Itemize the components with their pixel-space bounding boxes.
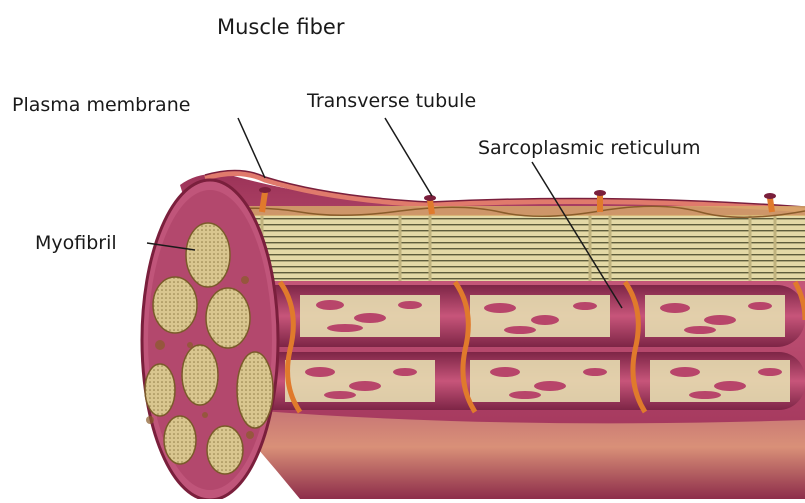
myofibril-row-middle <box>235 285 805 347</box>
label-sarcoplasmic-reticulum: Sarcoplasmic reticulum <box>478 139 700 158</box>
label-myofibril: Myofibril <box>35 234 117 253</box>
myofibril-row-lower <box>245 352 805 410</box>
label-plasma-membrane: Plasma membrane <box>12 96 190 115</box>
cross-section <box>142 180 278 499</box>
leader-transverse-tubule <box>385 118 432 196</box>
diagram-title: Muscle fiber <box>217 17 344 38</box>
label-transverse-tubule: Transverse tubule <box>307 92 476 111</box>
leader-plasma-membrane <box>238 118 265 178</box>
myofibril-top <box>205 215 805 281</box>
